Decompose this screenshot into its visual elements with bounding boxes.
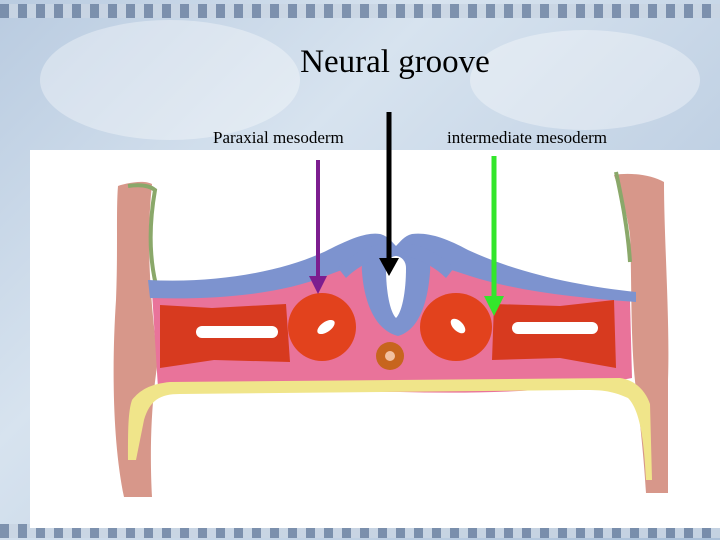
background-highlight	[470, 30, 700, 130]
endoderm-lining	[128, 378, 652, 480]
ectoderm-layer	[148, 233, 636, 302]
slide-title: Neural groove	[300, 44, 490, 80]
intermediate-mesoderm-right-cavity	[512, 322, 598, 334]
arrow-down-icon	[379, 258, 399, 276]
lateral-body-wall-left	[113, 181, 158, 498]
arrow-paraxial-mesoderm	[309, 160, 327, 294]
somite-right-cavity	[450, 318, 466, 334]
arrow-down-icon	[484, 296, 504, 316]
neural-fold-right	[406, 244, 454, 278]
arrow-neural-groove	[379, 112, 399, 276]
somite-left-cavity	[317, 319, 335, 335]
lateral-body-wall-right	[614, 173, 669, 493]
neural-fold-left	[338, 244, 386, 278]
intermediate-mesoderm-left-cavity	[196, 326, 278, 338]
label-paraxial-mesoderm: Paraxial mesoderm	[213, 128, 344, 147]
ectoderm-edge-left	[127, 183, 158, 286]
decorative-top-strip	[0, 4, 720, 18]
arrow-intermediate-mesoderm	[484, 156, 504, 316]
arrow-down-icon	[309, 276, 327, 294]
ectoderm-edge-right	[614, 171, 632, 263]
label-intermediate-mesoderm: intermediate mesoderm	[447, 128, 608, 147]
background-highlight	[40, 20, 300, 140]
notochord-center	[385, 351, 395, 361]
